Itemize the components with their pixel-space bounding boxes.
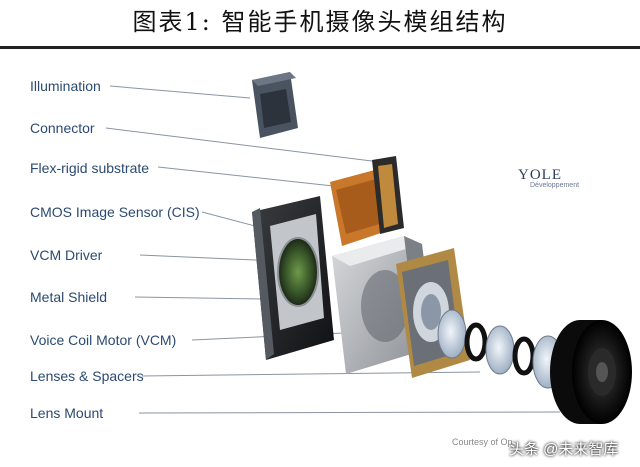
leader-line-lens-mount — [138, 411, 561, 414]
label-connector: Connector — [30, 120, 95, 136]
connector-component — [372, 156, 404, 234]
leader-line-illumination — [109, 85, 251, 99]
title-divider — [0, 46, 640, 49]
yole-logo: YOLE Développement — [518, 166, 579, 189]
label-vcm-driver: VCM Driver — [30, 247, 103, 263]
label-lenses-spacers: Lenses & Spacers — [30, 368, 144, 384]
label-illumination: Illumination — [30, 78, 101, 94]
lens-mount-barrel — [550, 320, 632, 424]
courtesy-credit: Courtesy of Op — [452, 437, 513, 447]
yole-logo-text: YOLE — [518, 167, 562, 183]
cmos-image-sensor — [252, 196, 334, 360]
label-flex-rigid-substrate: Flex-rigid substrate — [30, 160, 150, 176]
label-voice-coil-motor: Voice Coil Motor (VCM) — [30, 332, 177, 348]
yole-logo-subtext: Développement — [530, 182, 580, 189]
illumination-component — [252, 72, 298, 138]
lenses-and-spacers — [437, 309, 564, 389]
watermark: 头条 @未来智库 — [509, 441, 619, 458]
label-cmos-image-sensor: CMOS Image Sensor (CIS) — [30, 204, 200, 220]
label-lens-mount: Lens Mount — [30, 405, 104, 421]
label-metal-shield: Metal Shield — [30, 289, 108, 305]
leader-line-connector — [105, 127, 381, 163]
figure-title: 图表1: 智能手机摄像头模组结构 — [132, 8, 508, 36]
